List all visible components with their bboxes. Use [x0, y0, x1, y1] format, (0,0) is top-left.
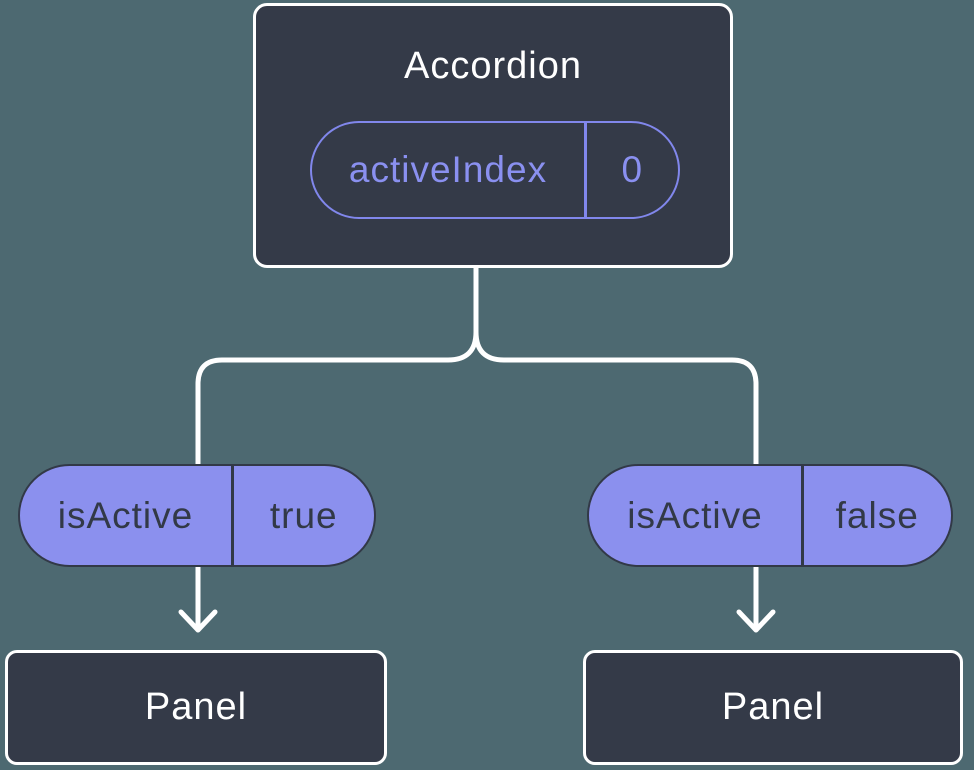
panel-node-title: Panel: [721, 686, 825, 728]
state-pill-activeindex: activeIndex 0: [310, 121, 680, 219]
accordion-node-title: Accordion: [404, 45, 582, 87]
state-value: 0: [621, 149, 644, 190]
accordion-node: Accordion activeIndex 0: [253, 3, 733, 268]
panel-node-right: Panel: [583, 650, 963, 765]
prop-pill-isactive-false: isActive false: [587, 464, 953, 567]
prop-name: isActive: [57, 494, 194, 536]
prop-value: true: [269, 494, 338, 536]
prop-name: isActive: [627, 494, 763, 536]
arrowhead-right: [736, 609, 776, 633]
pill-divider: [801, 466, 804, 565]
branch-line-left: [195, 263, 479, 631]
panel-node-left: Panel: [5, 650, 387, 765]
pill-divider: [584, 123, 587, 217]
prop-value: false: [835, 494, 919, 536]
branch-line-right: [473, 263, 759, 631]
state-name: activeIndex: [348, 149, 548, 190]
arrowhead-left: [178, 609, 218, 633]
panel-node-title: Panel: [144, 686, 248, 728]
pill-divider: [231, 466, 234, 565]
prop-pill-isactive-true: isActive true: [18, 464, 376, 567]
